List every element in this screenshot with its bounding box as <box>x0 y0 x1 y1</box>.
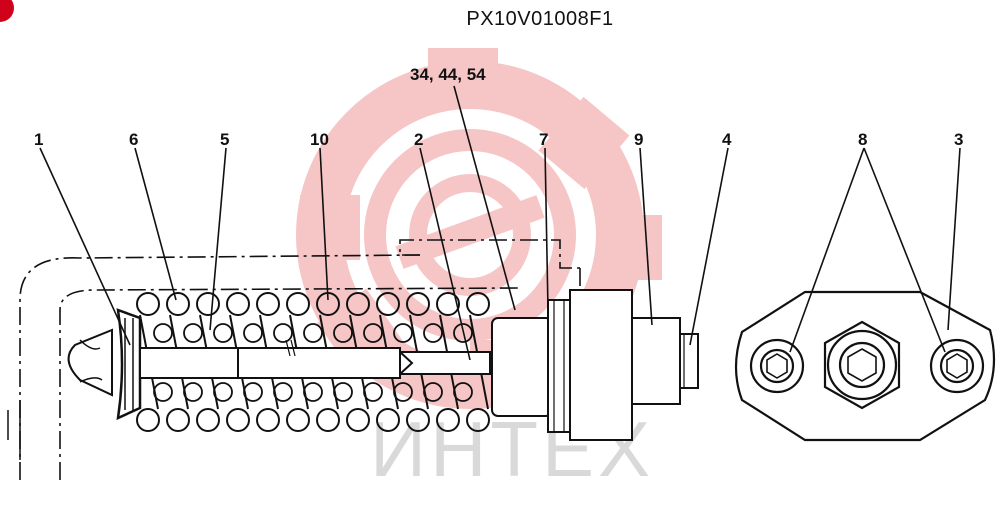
callout-7: 7 <box>539 130 548 149</box>
callout-4: 4 <box>722 130 732 149</box>
plug-body <box>491 289 699 441</box>
valve-seat <box>67 328 113 397</box>
callout-34-44-54: 34, 44, 54 <box>410 65 486 84</box>
callout-8: 8 <box>858 130 867 149</box>
leader-lines <box>39 85 961 361</box>
callout-1: 1 <box>34 130 43 149</box>
housing-edge <box>7 400 21 460</box>
callout-6: 6 <box>129 130 138 149</box>
callout-5: 5 <box>220 130 229 149</box>
corner-badge-icon <box>0 0 14 22</box>
callout-10: 10 <box>310 130 329 149</box>
callout-3: 3 <box>954 130 963 149</box>
inner-spring <box>153 323 473 402</box>
callout-2: 2 <box>414 130 423 149</box>
callout-9: 9 <box>634 130 643 149</box>
part-code: PX10V01008F1 <box>466 8 614 30</box>
flange-end-view <box>734 290 996 442</box>
valve-stem <box>139 339 491 379</box>
poppet <box>116 308 142 421</box>
